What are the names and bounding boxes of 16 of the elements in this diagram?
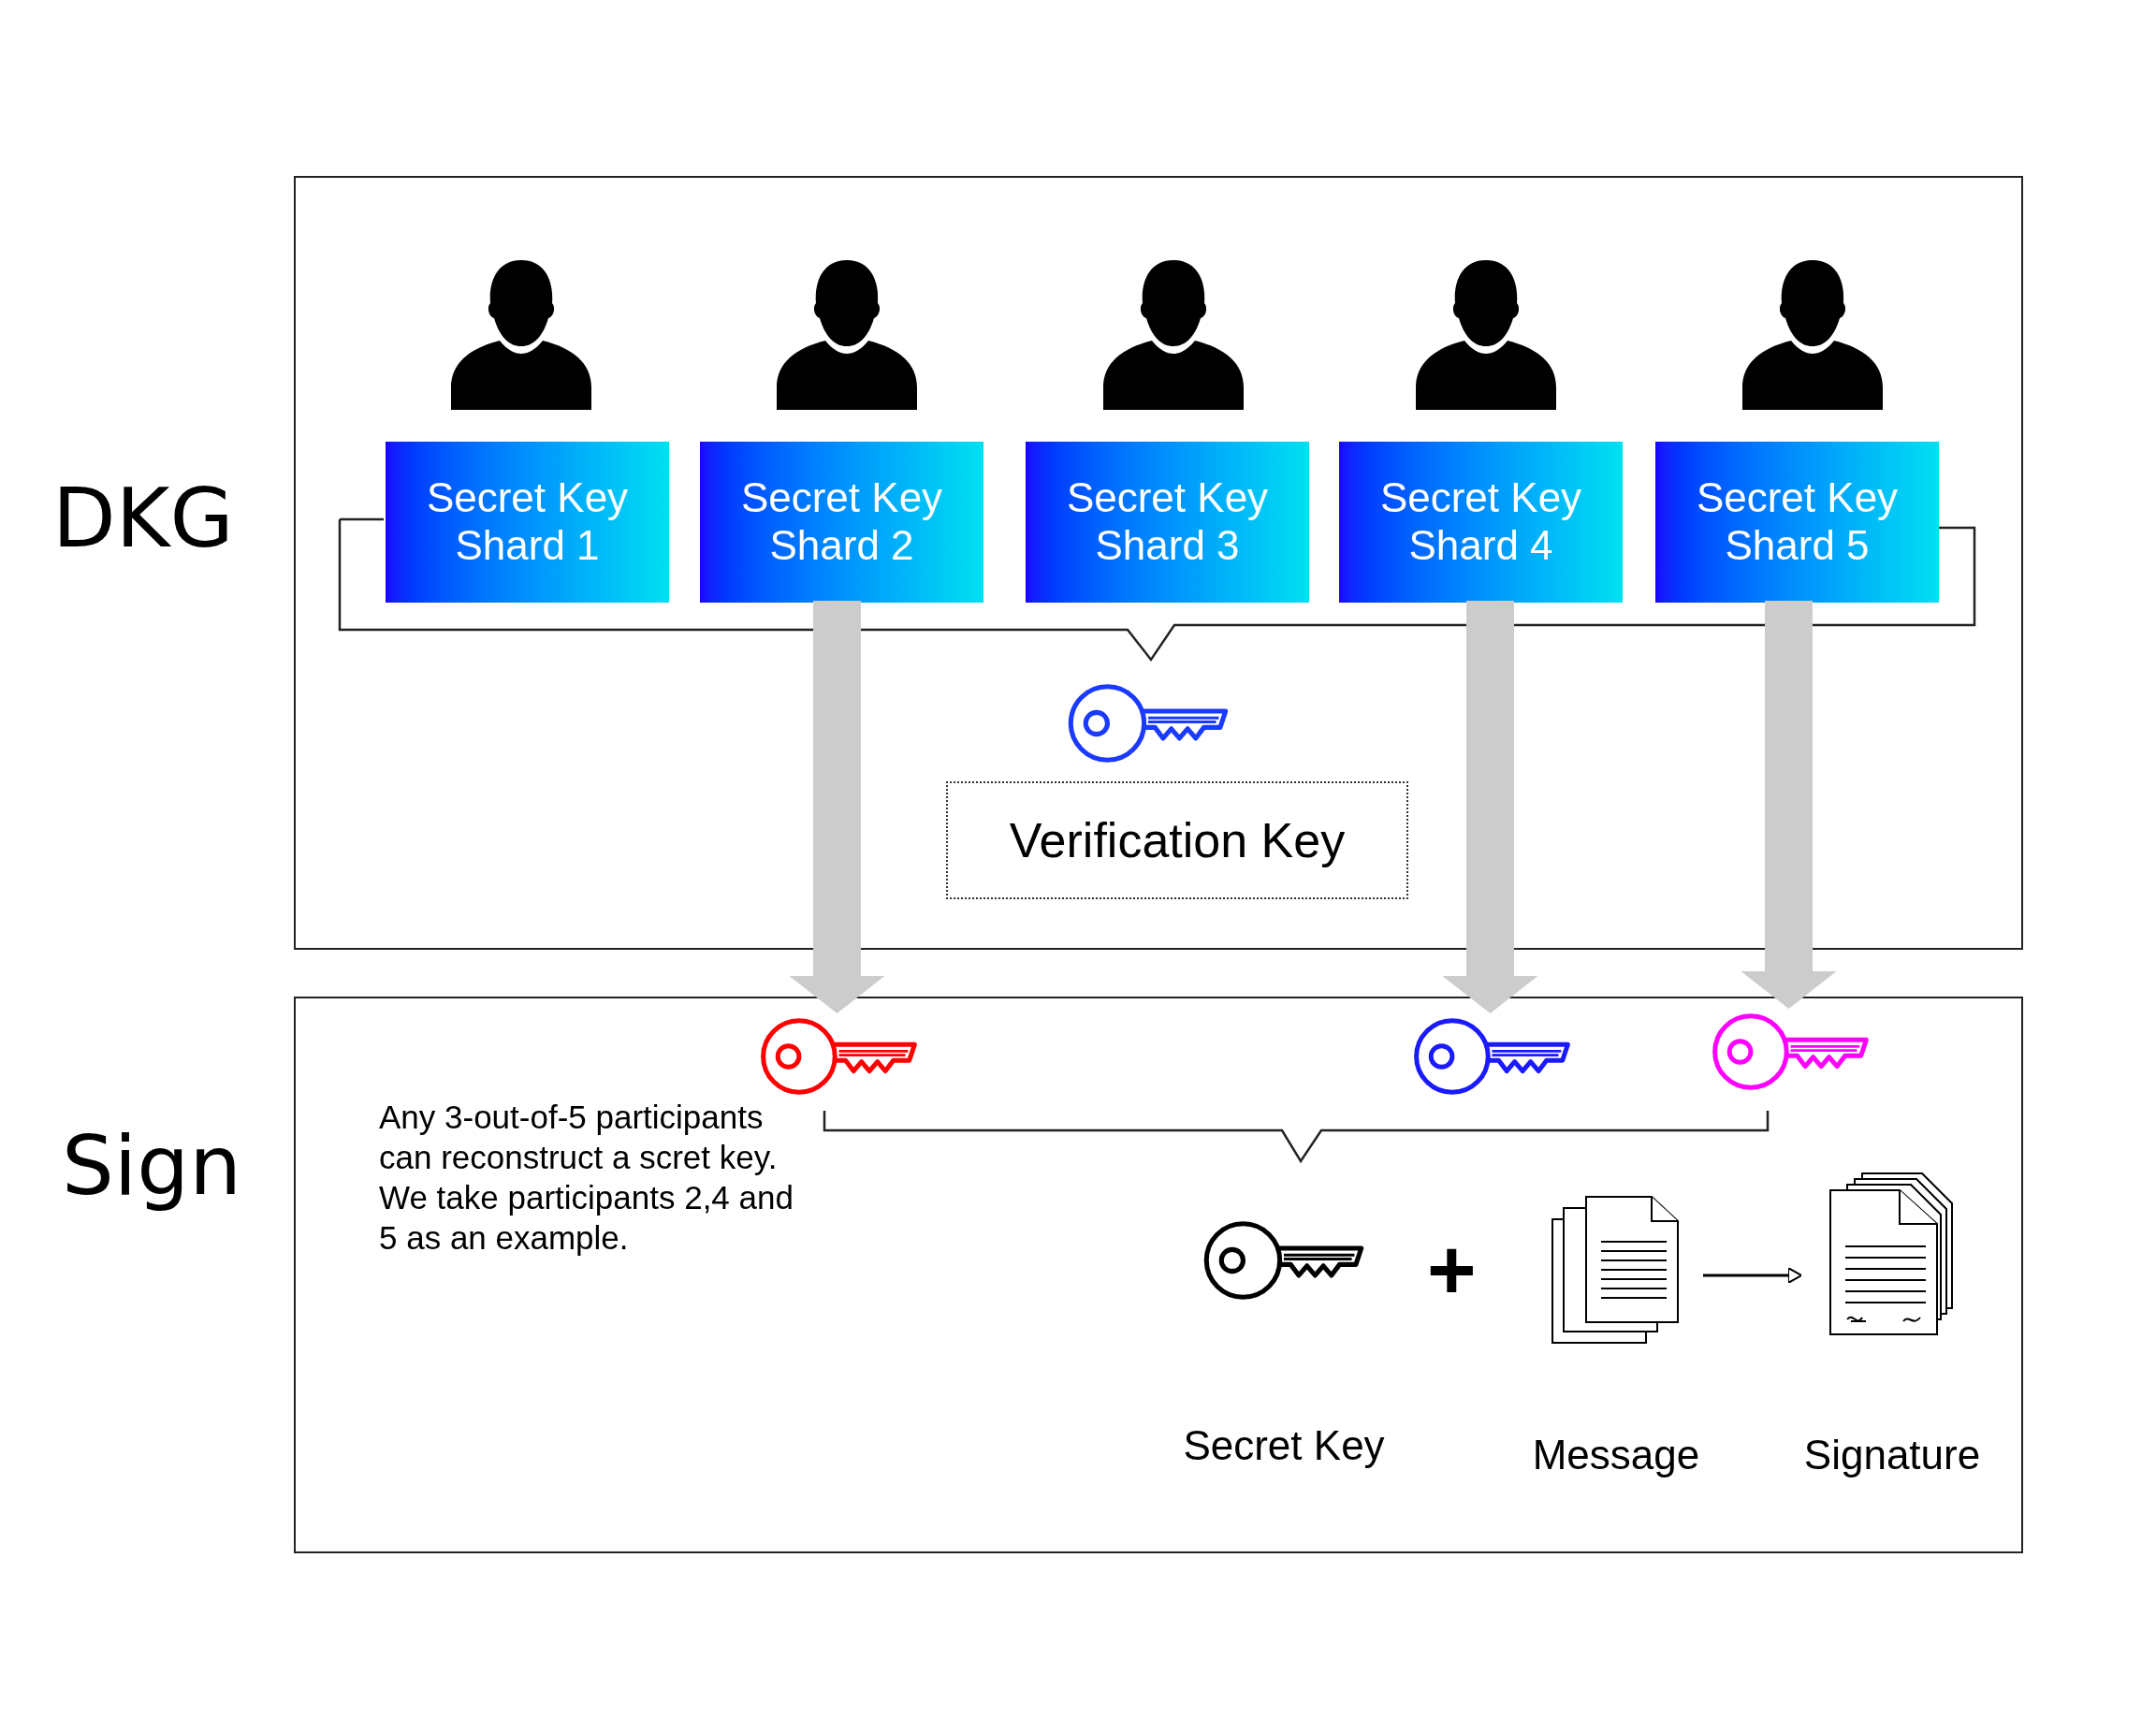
shard-box: Secret Key Shard 1 (386, 442, 669, 603)
shard-box: Secret Key Shard 5 (1655, 442, 1939, 603)
shard-box: Secret Key Shard 3 (1026, 442, 1309, 603)
shard-box: Secret Key Shard 4 (1339, 442, 1623, 603)
arrow (1741, 601, 1837, 1009)
arrow (789, 601, 885, 1013)
node-label: Message (1532, 1431, 1700, 1479)
plus-sign: + (1427, 1228, 1477, 1312)
key-box: Verification Key (946, 781, 1408, 899)
arrow (1442, 601, 1538, 1013)
node-label: Secret Key (1183, 1421, 1385, 1470)
shard-box: Secret Key Shard 2 (700, 442, 983, 603)
arrow (1703, 1267, 1802, 1284)
node-label: Signature (1803, 1431, 1981, 1479)
note-text: Any 3-out-of-5 participants can reconstruct a scret key. We take participants 2,4 and 5 as an example. (379, 1098, 794, 1258)
section-heading: DKG (52, 477, 234, 560)
